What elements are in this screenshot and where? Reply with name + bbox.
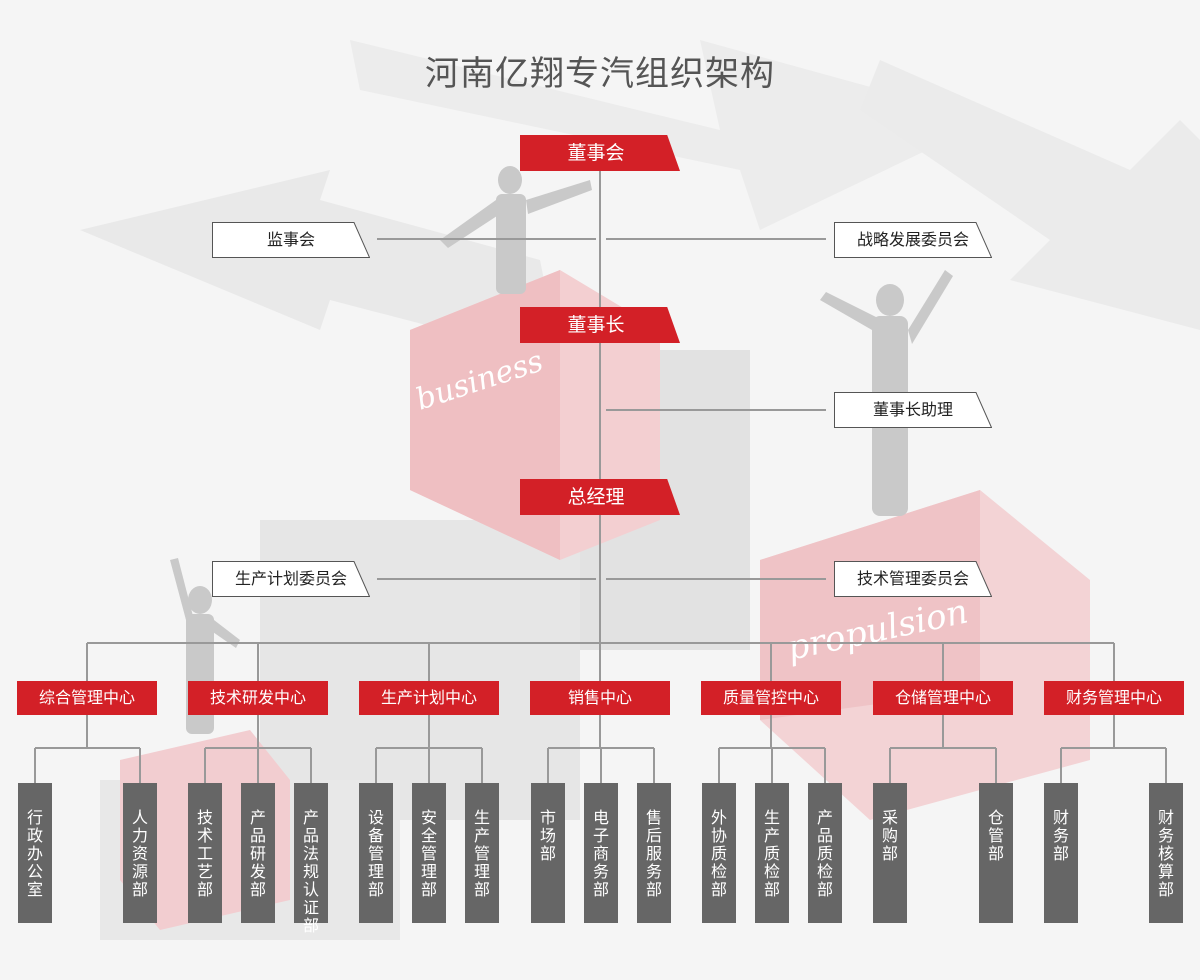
department-label: 市场部	[539, 808, 556, 863]
general-manager-label: 总经理	[567, 486, 625, 508]
page-title: 河南亿翔专汽组织架构	[425, 54, 775, 94]
department-node: 行政办公室	[18, 783, 52, 923]
department-node: 安全管理部	[412, 783, 446, 923]
department-label: 产品质检部	[816, 808, 833, 899]
technical-management-committee-label: 技术管理委员会	[856, 569, 969, 588]
department-node: 技术工艺部	[188, 783, 222, 923]
department-label: 电子商务部	[592, 808, 609, 899]
department-node: 外协质检部	[702, 783, 736, 923]
production-planning-committee-label: 生产计划委员会	[234, 569, 347, 588]
department-label: 安全管理部	[420, 808, 437, 899]
department-node: 生产质检部	[755, 783, 789, 923]
chairman-assistant-node: 董事长助理	[834, 392, 992, 428]
department-label: 财务部	[1052, 808, 1069, 863]
production-planning-committee-node: 生产计划委员会	[212, 561, 370, 597]
center-node: 综合管理中心	[17, 681, 157, 715]
department-node: 产品法规认证部	[294, 783, 328, 935]
department-node: 设备管理部	[359, 783, 393, 923]
department-label: 行政办公室	[26, 808, 43, 899]
department-label: 产品法规认证部	[302, 808, 319, 935]
center-node: 销售中心	[530, 681, 670, 715]
department-label: 采购部	[881, 808, 898, 863]
department-label: 人力资源部	[131, 808, 148, 899]
supervisory-board-node: 监事会	[212, 222, 370, 258]
department-label: 外协质检部	[710, 808, 727, 899]
supervisory-board-label: 监事会	[266, 230, 315, 249]
department-label: 设备管理部	[367, 808, 384, 899]
department-node: 产品质检部	[808, 783, 842, 923]
department-node: 采购部	[873, 783, 907, 923]
center-node: 财务管理中心	[1044, 681, 1184, 715]
strategy-committee-label: 战略发展委员会	[856, 230, 969, 249]
department-label: 生产管理部	[473, 808, 490, 899]
department-node: 仓管部	[979, 783, 1013, 923]
department-label: 财务核算部	[1157, 808, 1174, 899]
chairman-node: 董事长	[520, 307, 680, 343]
department-node: 电子商务部	[584, 783, 618, 923]
department-node: 售后服务部	[637, 783, 671, 923]
center-node: 质量管控中心	[701, 681, 841, 715]
department-node: 财务部	[1044, 783, 1078, 923]
department-label: 仓管部	[987, 808, 1004, 863]
department-node: 财务核算部	[1149, 783, 1183, 923]
department-label: 售后服务部	[645, 808, 662, 899]
department-label: 技术工艺部	[196, 808, 213, 899]
department-node: 人力资源部	[123, 783, 157, 923]
center-node: 技术研发中心	[188, 681, 328, 715]
department-node: 生产管理部	[465, 783, 499, 923]
department-node: 市场部	[531, 783, 565, 923]
board-label: 董事会	[567, 142, 625, 164]
chairman-label: 董事长	[567, 314, 625, 336]
general-manager-node: 总经理	[520, 479, 680, 515]
board-node: 董事会	[520, 135, 680, 171]
center-node: 仓储管理中心	[873, 681, 1013, 715]
department-label: 产品研发部	[249, 808, 266, 899]
department-node: 产品研发部	[241, 783, 275, 923]
technical-management-committee-node: 技术管理委员会	[834, 561, 992, 597]
department-label: 生产质检部	[763, 808, 780, 899]
center-node: 生产计划中心	[359, 681, 499, 715]
strategy-committee-node: 战略发展委员会	[834, 222, 992, 258]
chairman-assistant-label: 董事长助理	[872, 400, 953, 419]
